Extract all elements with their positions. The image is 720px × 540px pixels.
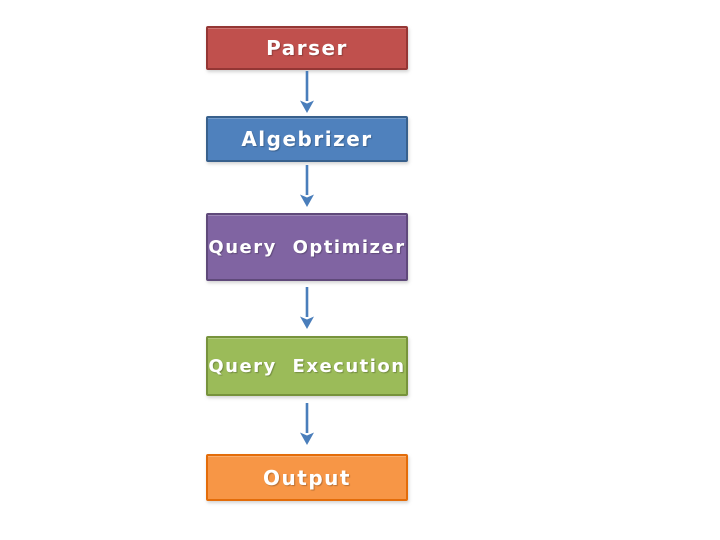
flow-node-output-label: Output	[263, 465, 351, 490]
down-arrow-icon	[300, 403, 314, 445]
flow-node-algebrizer: Algebrizer	[206, 116, 408, 162]
flow-node-output: Output	[206, 454, 408, 501]
flow-node-query-execution-label: Query Execution	[208, 355, 406, 377]
flow-node-query-optimizer-label: Query Optimizer	[208, 236, 406, 258]
flow-node-query-optimizer: Query Optimizer	[206, 213, 408, 281]
flow-node-query-execution: Query Execution	[206, 336, 408, 396]
down-arrow-icon	[300, 71, 314, 113]
flow-node-parser-label: Parser	[266, 36, 348, 60]
down-arrow-icon	[300, 165, 314, 207]
down-arrow-icon	[300, 287, 314, 329]
flow-node-algebrizer-label: Algebrizer	[241, 127, 373, 151]
flow-node-parser: Parser	[206, 26, 408, 70]
